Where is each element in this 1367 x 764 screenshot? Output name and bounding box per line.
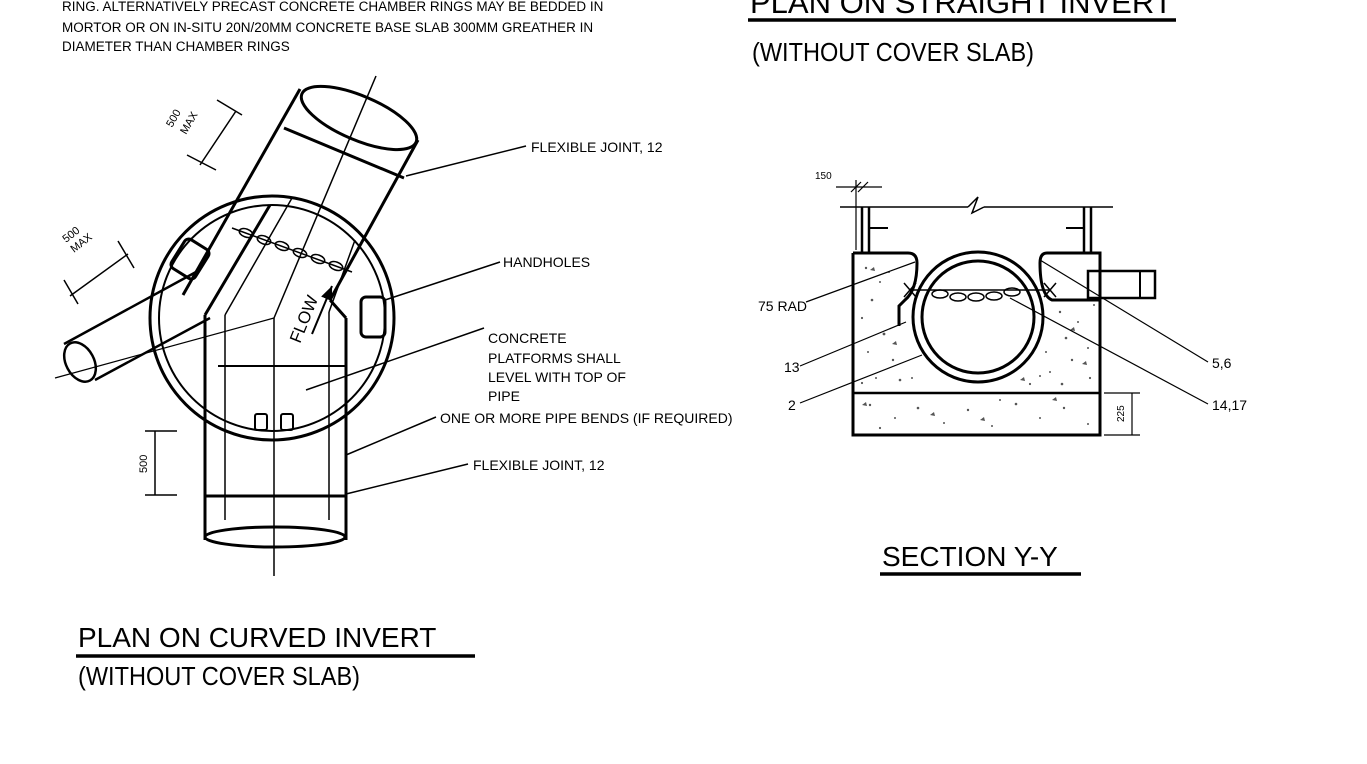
plan-straight-title: PLAN ON STRAIGHT INVERT [750, 0, 1173, 20]
dim-225-text: 225 [1116, 405, 1127, 422]
label-handholes: HANDHOLES [384, 254, 590, 301]
dim-500-max-left: 500 MAX [60, 225, 135, 305]
note-line-1: RING. ALTERNATIVELY PRECAST CONCRETE CHA… [62, 0, 603, 14]
handhole-left [169, 237, 211, 281]
section-y-y: 150 225 75 RAD 13 2 5,6 14,17 [758, 171, 1247, 576]
dim-500-max-top: 500 MAX [164, 99, 243, 171]
flexible-joint-top-text: FLEXIBLE JOINT, 12 [531, 139, 663, 155]
section-pipe-outer [911, 250, 1045, 384]
pipe-bends-text: ONE OR MORE PIPE BENDS (IF REQUIRED) [440, 410, 732, 426]
section-benching-left [853, 251, 919, 326]
plan-straight-subtitle: (WITHOUT COVER SLAB) [752, 37, 1034, 67]
platform-text-3: LEVEL WITH TOP OF [488, 369, 626, 385]
label-13-text: 13 [784, 359, 800, 375]
platform-text-1: CONCRETE [488, 330, 567, 346]
section-top-frame [840, 196, 1113, 253]
label-2-text: 2 [788, 397, 796, 413]
outlet-pipe [203, 494, 347, 549]
label-5-6-text: 5,6 [1212, 355, 1232, 371]
section-title: SECTION Y-Y [882, 541, 1058, 572]
incoming-pipe-left [62, 270, 211, 383]
plan-curved-invert: FLOW 500 MAX 500 MAX 500 FLEXI [54, 75, 732, 691]
note-line-2: MORTOR OR ON IN-SITU 20N/20MM CONCRETE B… [62, 20, 593, 35]
general-note: RING. ALTERNATIVELY PRECAST CONCRETE CHA… [62, 0, 603, 54]
label-pipe-bends: ONE OR MORE PIPE BENDS (IF REQUIRED) [345, 410, 732, 456]
label-5-6: 5,6 [1039, 259, 1232, 371]
flexible-joint-bottom-text: FLEXIBLE JOINT, 12 [473, 457, 605, 473]
handhole-bottom [254, 413, 294, 431]
step-iron-right [1086, 269, 1157, 300]
handhole-right [359, 295, 387, 339]
flow-label: FLOW [286, 293, 322, 346]
dim-150-text: 150 [815, 171, 832, 182]
handholes-text: HANDHOLES [503, 254, 590, 270]
platform-text-2: PLATFORMS SHALL [488, 350, 621, 366]
label-75-rad-text: 75 RAD [758, 298, 807, 314]
label-flexible-joint-top: FLEXIBLE JOINT, 12 [405, 139, 663, 177]
label-14-17: 14,17 [1009, 297, 1247, 413]
plan-straight-invert: PLAN ON STRAIGHT INVERT (WITHOUT COVER S… [748, 0, 1176, 67]
outgoing-pipe [181, 84, 420, 540]
label-flexible-joint-bottom: FLEXIBLE JOINT, 12 [345, 457, 605, 495]
dim-bottom-500: 500 [138, 455, 150, 473]
centre-line-inclined [273, 75, 377, 319]
label-75-rad: 75 RAD [758, 261, 916, 314]
note-line-3: DIAMETER THAN CHAMBER RINGS [62, 39, 290, 54]
section-chain [903, 282, 1057, 302]
invert-chain [231, 227, 353, 273]
dim-150: 150 [815, 171, 882, 250]
chamber-outer-ring [148, 194, 396, 442]
joint-ring-top [283, 126, 405, 180]
plan-curved-title: PLAN ON CURVED INVERT [78, 622, 436, 653]
flow-arrow [311, 285, 333, 335]
section-pipe-inner [920, 259, 1036, 375]
label-14-17-text: 14,17 [1212, 397, 1247, 413]
dim-500-bottom: 500 [138, 430, 177, 496]
centre-line-left [54, 317, 275, 379]
platform-text-4: PIPE [488, 388, 520, 404]
label-13: 13 [784, 321, 907, 375]
label-2: 2 [788, 354, 923, 413]
plan-curved-subtitle: (WITHOUT COVER SLAB) [78, 661, 360, 691]
concrete-hatch [860, 266, 1095, 430]
dim-225: 225 [1104, 392, 1140, 436]
label-concrete-platforms: CONCRETE PLATFORMS SHALL LEVEL WITH TOP … [305, 327, 626, 404]
